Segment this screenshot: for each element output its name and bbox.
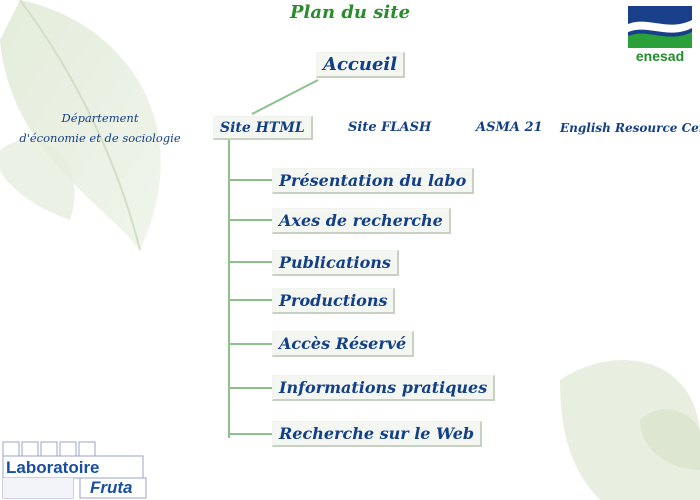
page-title: Plan du site (289, 2, 411, 23)
menu-item-recherche-web[interactable]: Recherche sur le Web (272, 421, 483, 447)
accueil-button[interactable]: Accueil (316, 52, 406, 78)
enesad-logo[interactable]: enesad (628, 6, 692, 64)
menu-item-productions[interactable]: Productions (272, 288, 396, 314)
site-flash-link[interactable]: Site FLASH (348, 120, 432, 135)
menu-item-publications[interactable]: Publications (272, 250, 399, 276)
enesad-logo-text: enesad (635, 48, 685, 64)
laboratoire-fruta-logo[interactable]: Laboratoire Fruta (0, 438, 150, 500)
asma21-link[interactable]: ASMA 21 (476, 120, 543, 135)
english-resource-center-link[interactable]: English Resource Center (560, 121, 700, 135)
lab-name-line-1: Laboratoire (6, 458, 100, 477)
lab-grid-icon (2, 441, 147, 499)
department-line-2: d'économie et de sociologie (19, 131, 181, 145)
menu-item-presentation[interactable]: Présentation du labo (272, 168, 475, 194)
lab-name-line-2: Fruta (90, 478, 133, 497)
department-line-1: Département (61, 111, 139, 125)
menu-item-acces-reserve[interactable]: Accès Réservé (272, 331, 415, 357)
menu-item-axes[interactable]: Axes de recherche (272, 208, 451, 234)
enesad-logo-icon (628, 6, 692, 48)
site-html-button[interactable]: Site HTML (213, 116, 313, 140)
department-label: Département d'économie et de sociologie (2, 108, 198, 148)
menu-item-informations[interactable]: Informations pratiques (272, 375, 496, 401)
